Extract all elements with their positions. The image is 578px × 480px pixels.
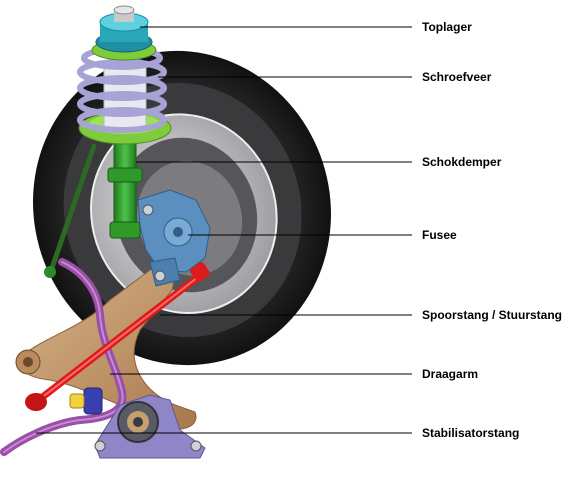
label-stabilisatorstang: Stabilisatorstang [422,426,520,440]
label-fusee: Fusee [422,228,457,242]
toplager-part [95,5,153,53]
stabilisatorstang-part [0,258,127,456]
schokdemper-part [107,129,143,239]
label-schokdemper: Schokdemper [422,155,502,169]
bar-bushing [69,387,103,415]
label-spoorstang: Spoorstang / Stuurstang [422,308,563,322]
schroefveer-part [77,46,167,133]
label-schroefveer: Schroefveer [422,70,492,84]
stabilizer-bracket [94,394,206,459]
label-toplager: Toplager [422,20,472,34]
stabilizer-link [44,143,97,278]
label-draagarm: Draagarm [422,367,479,381]
leader-lines [36,26,412,434]
spoorstang-part [25,262,210,411]
fusee-part [137,189,211,287]
